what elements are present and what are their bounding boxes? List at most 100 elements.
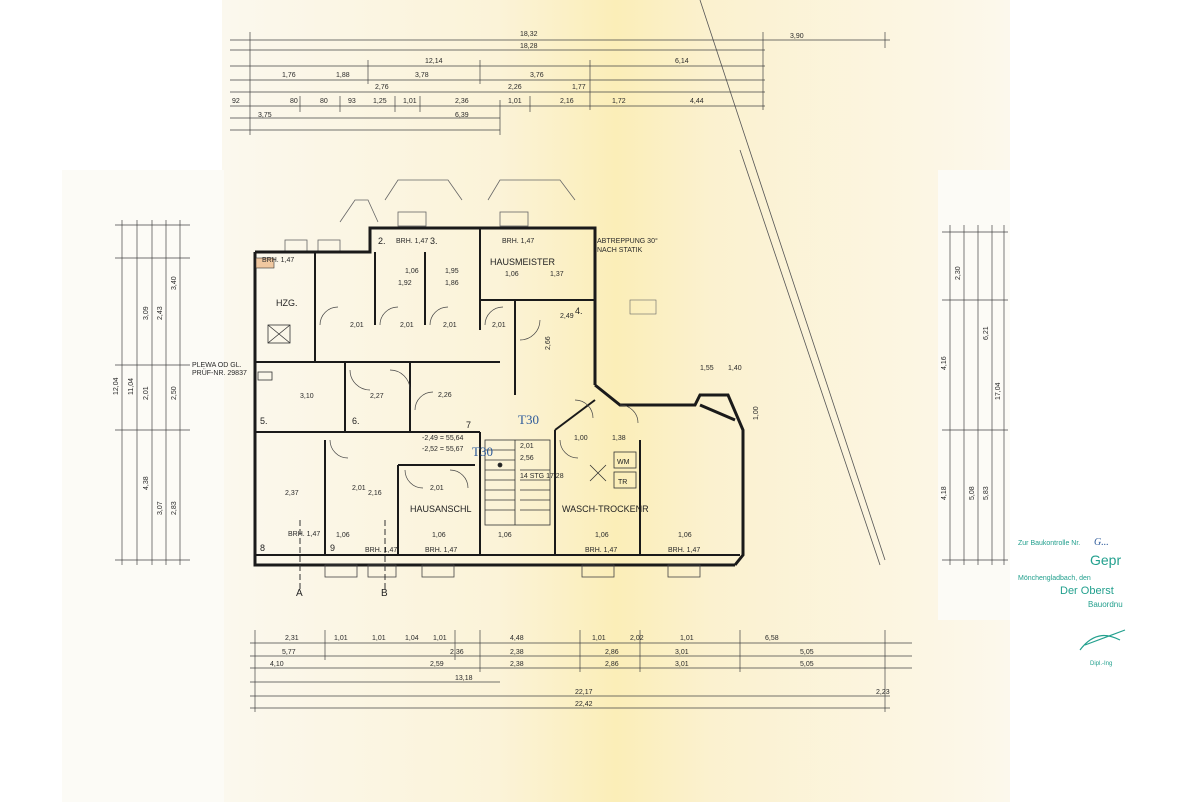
dim-l2: 11,04: [128, 378, 135, 395]
dim-r6i: 2,16: [560, 98, 574, 105]
dim-i12: 2,27: [370, 393, 384, 400]
section-mark-b: B: [381, 588, 388, 599]
dim-r5c: 1,77: [572, 84, 586, 91]
dim-b5b: 2,23: [876, 689, 890, 696]
dim-i23: 2,49: [560, 313, 574, 320]
dim-l5: 2,43: [157, 306, 164, 320]
stamp-signature: [1079, 629, 1126, 651]
dim-r3a: 12,14: [425, 58, 443, 65]
dim-b3d: 2,86: [605, 661, 619, 668]
dim-i20: 1,06: [498, 532, 512, 539]
dim-l6: 2,01: [143, 386, 150, 400]
dim-i6: 1,86: [445, 280, 459, 287]
dim-rd6: 5,83: [983, 486, 990, 500]
note-elev2: -2,52 = 55,67: [422, 446, 464, 453]
dim-i31: BRH. 1,47: [262, 257, 294, 264]
dim-r6a: 92: [232, 98, 240, 105]
room-wasch-label: WASCH-TROCKENR: [562, 504, 649, 514]
floor-drain-symbol: [589, 464, 607, 482]
dim-b3c: 2,38: [510, 661, 524, 668]
left-paper-strip: [62, 170, 224, 802]
dim-l4: 3,09: [143, 306, 150, 320]
dim-i24: 2,66: [545, 336, 552, 350]
dim-r6k: 4,44: [690, 98, 704, 105]
dim-rd8: 1,00: [753, 406, 760, 420]
washing-machine-box: [613, 451, 637, 469]
dim-total1: 18,32: [520, 31, 538, 38]
stamp-line4: Der Oberst: [1060, 585, 1114, 597]
dim-rd10: 1,40: [728, 365, 742, 372]
left-dimension-lines: [115, 220, 190, 565]
door-swings: [319, 306, 639, 489]
dim-i4: 1,37: [550, 271, 564, 278]
stamp-line5: Bauordnu: [1088, 600, 1123, 609]
dim-r7b: 6,39: [455, 112, 469, 119]
dim-b1j: 6,58: [765, 635, 779, 642]
dim-i30: BRH. 1,47: [502, 238, 534, 245]
room-3-label: 3.: [430, 236, 438, 246]
dim-b3b: 2,59: [430, 661, 444, 668]
dim-i9: 2,01: [443, 322, 457, 329]
dim-r3b: 6,14: [675, 58, 689, 65]
dim-b4: 13,18: [455, 675, 473, 682]
room-9-label: 9: [330, 543, 335, 553]
dim-b5a: 22,17: [575, 689, 593, 696]
room-5-label: 5.: [260, 416, 268, 426]
bottom-window-niches: [324, 564, 701, 578]
dim-r4c: 3,78: [415, 72, 429, 79]
dim-i5: 1,92: [398, 280, 412, 287]
dim-b1a: 2,31: [285, 635, 299, 642]
dim-rd3: 4,16: [941, 356, 948, 370]
dim-b1b: 1,01: [334, 635, 348, 642]
dim-r6j: 1,72: [612, 98, 626, 105]
dim-i25: 1,00: [574, 435, 588, 442]
dim-l10: 2,83: [171, 501, 178, 515]
dim-i13: 2,26: [438, 392, 452, 399]
note-pruef: PRÜF-NR. 29837: [192, 369, 247, 377]
dim-i2: 1,95: [445, 268, 459, 275]
stamp-line1: Zur Baukontrolle Nr.: [1018, 540, 1080, 547]
diagonal-line-2: [739, 149, 881, 566]
dim-i32: BRH. 1,47: [365, 547, 397, 554]
dim-l1: 12,04: [113, 377, 120, 395]
dim-i26: 1,38: [612, 435, 626, 442]
stamp-line3: Mönchengladbach, den: [1018, 575, 1091, 582]
dim-i29: BRH. 1,47: [396, 238, 428, 245]
outer-walls: [253, 226, 745, 567]
dim-b1h: 2,02: [630, 635, 644, 642]
dim-rd5: 5,08: [969, 486, 976, 500]
dim-i18: 1,06: [336, 532, 350, 539]
dim-i16: 2,16: [368, 490, 382, 497]
top-dimension-lines: [230, 32, 890, 135]
right-dimension-lines: [942, 225, 1008, 565]
staircase: [484, 439, 551, 526]
dim-r6g: 2,36: [455, 98, 469, 105]
room-6-label: 6.: [352, 416, 360, 426]
chimney-hatch: [257, 371, 273, 381]
stamp-line2: Gepr: [1090, 552, 1121, 568]
dim-i19: 1,06: [432, 532, 446, 539]
dim-l8: 4,38: [143, 476, 150, 490]
section-mark-a: A: [296, 588, 303, 599]
dim-r6d: 93: [348, 98, 356, 105]
dim-b2b: 2,36: [450, 649, 464, 656]
room-hausmeister-label: HAUSMEISTER: [490, 257, 556, 267]
dim-r7a: 3,75: [258, 112, 272, 119]
dim-rd1: 17,04: [995, 382, 1002, 400]
dim-i1: 1,06: [405, 268, 419, 275]
dim-rd4: 4,18: [941, 486, 948, 500]
dim-i14: 2,37: [285, 490, 299, 497]
dim-i3: 1,06: [505, 271, 519, 278]
dim-i21: 1,06: [595, 532, 609, 539]
dim-rd9: 1,55: [700, 365, 714, 372]
tr-label: TR: [618, 479, 627, 486]
dim-i35: BRH. 1,47: [668, 547, 700, 554]
dim-i11: 3,10: [300, 393, 314, 400]
dim-r4b: 1,88: [336, 72, 350, 79]
room-4-label: 4.: [575, 306, 583, 316]
dim-r4a: 1,76: [282, 72, 296, 79]
note-nach-statik: NACH STATIK: [597, 247, 643, 254]
note-stg: 14 STG 17/28: [520, 473, 564, 480]
